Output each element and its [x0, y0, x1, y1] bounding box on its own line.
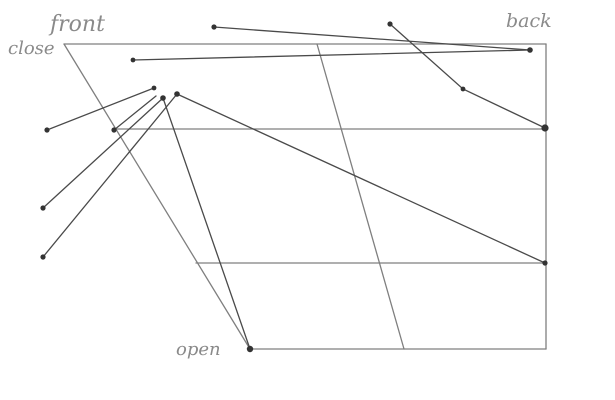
frame-middle-diagonal: [316, 43, 405, 350]
connector-to-open: [162, 97, 251, 350]
connector-left-mid: [42, 97, 164, 209]
endpoint-dot: [460, 86, 466, 92]
endpoint-dot: [541, 124, 549, 132]
frame-left-diagonal: [63, 43, 251, 350]
open-label: open: [176, 339, 221, 360]
endpoint-dot: [40, 205, 46, 211]
endpoint-dot: [130, 57, 136, 63]
endpoint-dot: [542, 260, 548, 266]
endpoint-dots: [40, 21, 549, 353]
close-label: close: [8, 38, 55, 59]
connector-second-long: [132, 49, 531, 61]
connector-diagonal-long: [176, 93, 546, 264]
endpoint-dot: [246, 345, 254, 353]
back-label: back: [506, 10, 552, 32]
endpoint-dot: [151, 85, 157, 91]
connector-inner-short: [113, 95, 157, 131]
connector-left-low: [42, 93, 178, 258]
endpoint-dot: [160, 95, 166, 101]
frame-lines: [63, 43, 547, 350]
endpoint-dot: [387, 21, 393, 27]
endpoint-dot: [40, 254, 46, 260]
endpoint-dot: [527, 47, 533, 53]
connector-lines: [42, 23, 546, 350]
connector-top-long: [213, 26, 531, 51]
endpoint-dot: [44, 127, 50, 133]
connector-left-top: [46, 87, 155, 131]
endpoint-dot: [111, 127, 117, 133]
front-label: front: [50, 12, 105, 37]
connector-back-bent: [389, 23, 546, 129]
endpoint-dot: [211, 24, 217, 30]
endpoint-dot: [174, 91, 180, 97]
